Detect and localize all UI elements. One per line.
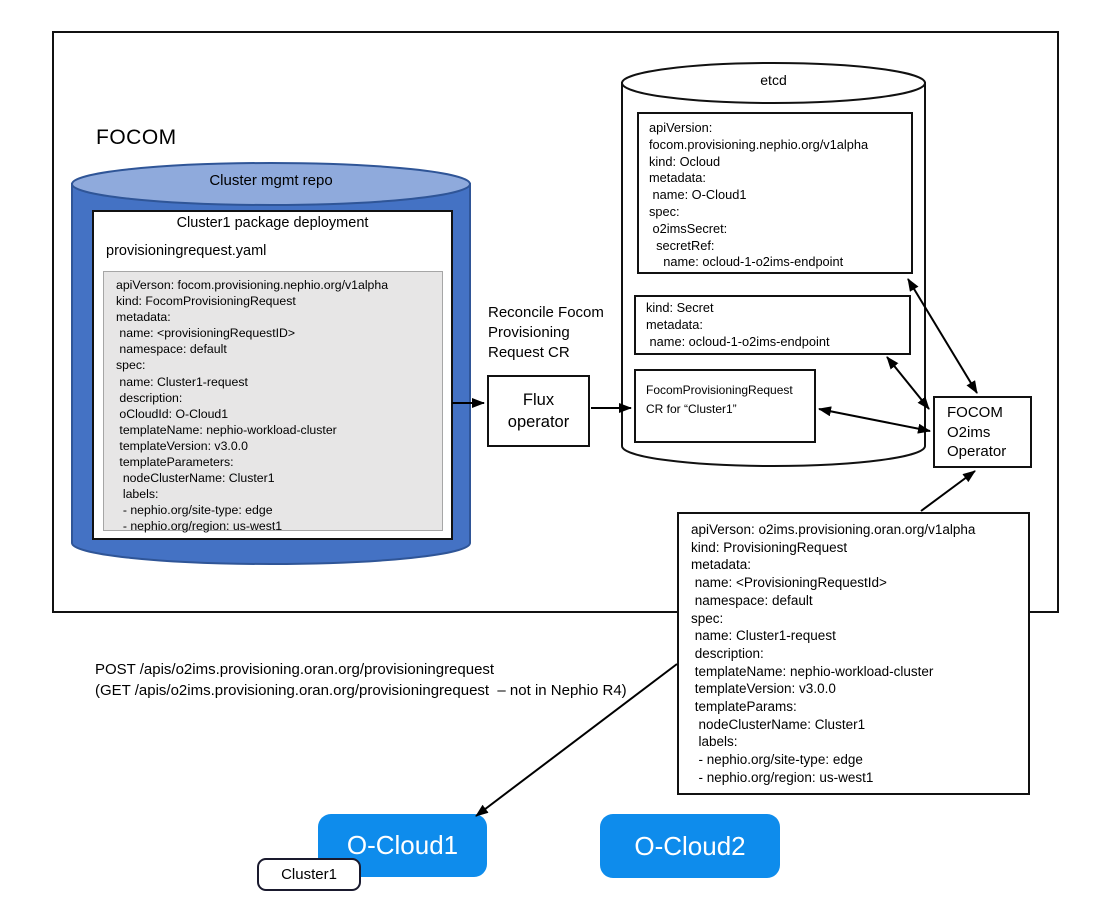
api-endpoint-note: POST /apis/o2ims.provisioning.oran.org/p… bbox=[95, 661, 627, 699]
focom-provisioning-request-yaml: apiVerson: focom.provisioning.nephio.org… bbox=[103, 271, 443, 533]
ocloud-cr-box: apiVersion: focom.provisioning.nephio.or… bbox=[637, 112, 913, 274]
focom-title: FOCOM bbox=[96, 126, 177, 149]
provisioningrequest-filename: provisioningrequest.yaml bbox=[106, 243, 267, 259]
provisioning-request-cr-box: apiVerson: o2ims.provisioning.oran.org/v… bbox=[677, 512, 1030, 795]
package-deployment-title: Cluster1 package deployment bbox=[176, 215, 369, 231]
ocloud2-node: O-Cloud2 bbox=[600, 814, 780, 878]
cluster1-label-box: Cluster1 bbox=[257, 858, 361, 891]
ocloud1-node: O-Cloud1 bbox=[318, 814, 487, 877]
flux-operator-box: Flux operator bbox=[487, 375, 590, 447]
focom-o2ims-operator-box: FOCOM O2ims Operator bbox=[933, 396, 1032, 468]
repo-title: Cluster mgmt repo bbox=[209, 172, 333, 189]
etcd-title: etcd bbox=[760, 72, 787, 88]
reconcile-note: Reconcile Focom Provisioning Request CR bbox=[488, 304, 604, 361]
secret-cr-box: kind: Secret metadata: name: ocloud-1-o2… bbox=[634, 295, 911, 355]
focom-provisioning-request-cr-box: FocomProvisioningRequest CR for “Cluster… bbox=[634, 369, 816, 443]
